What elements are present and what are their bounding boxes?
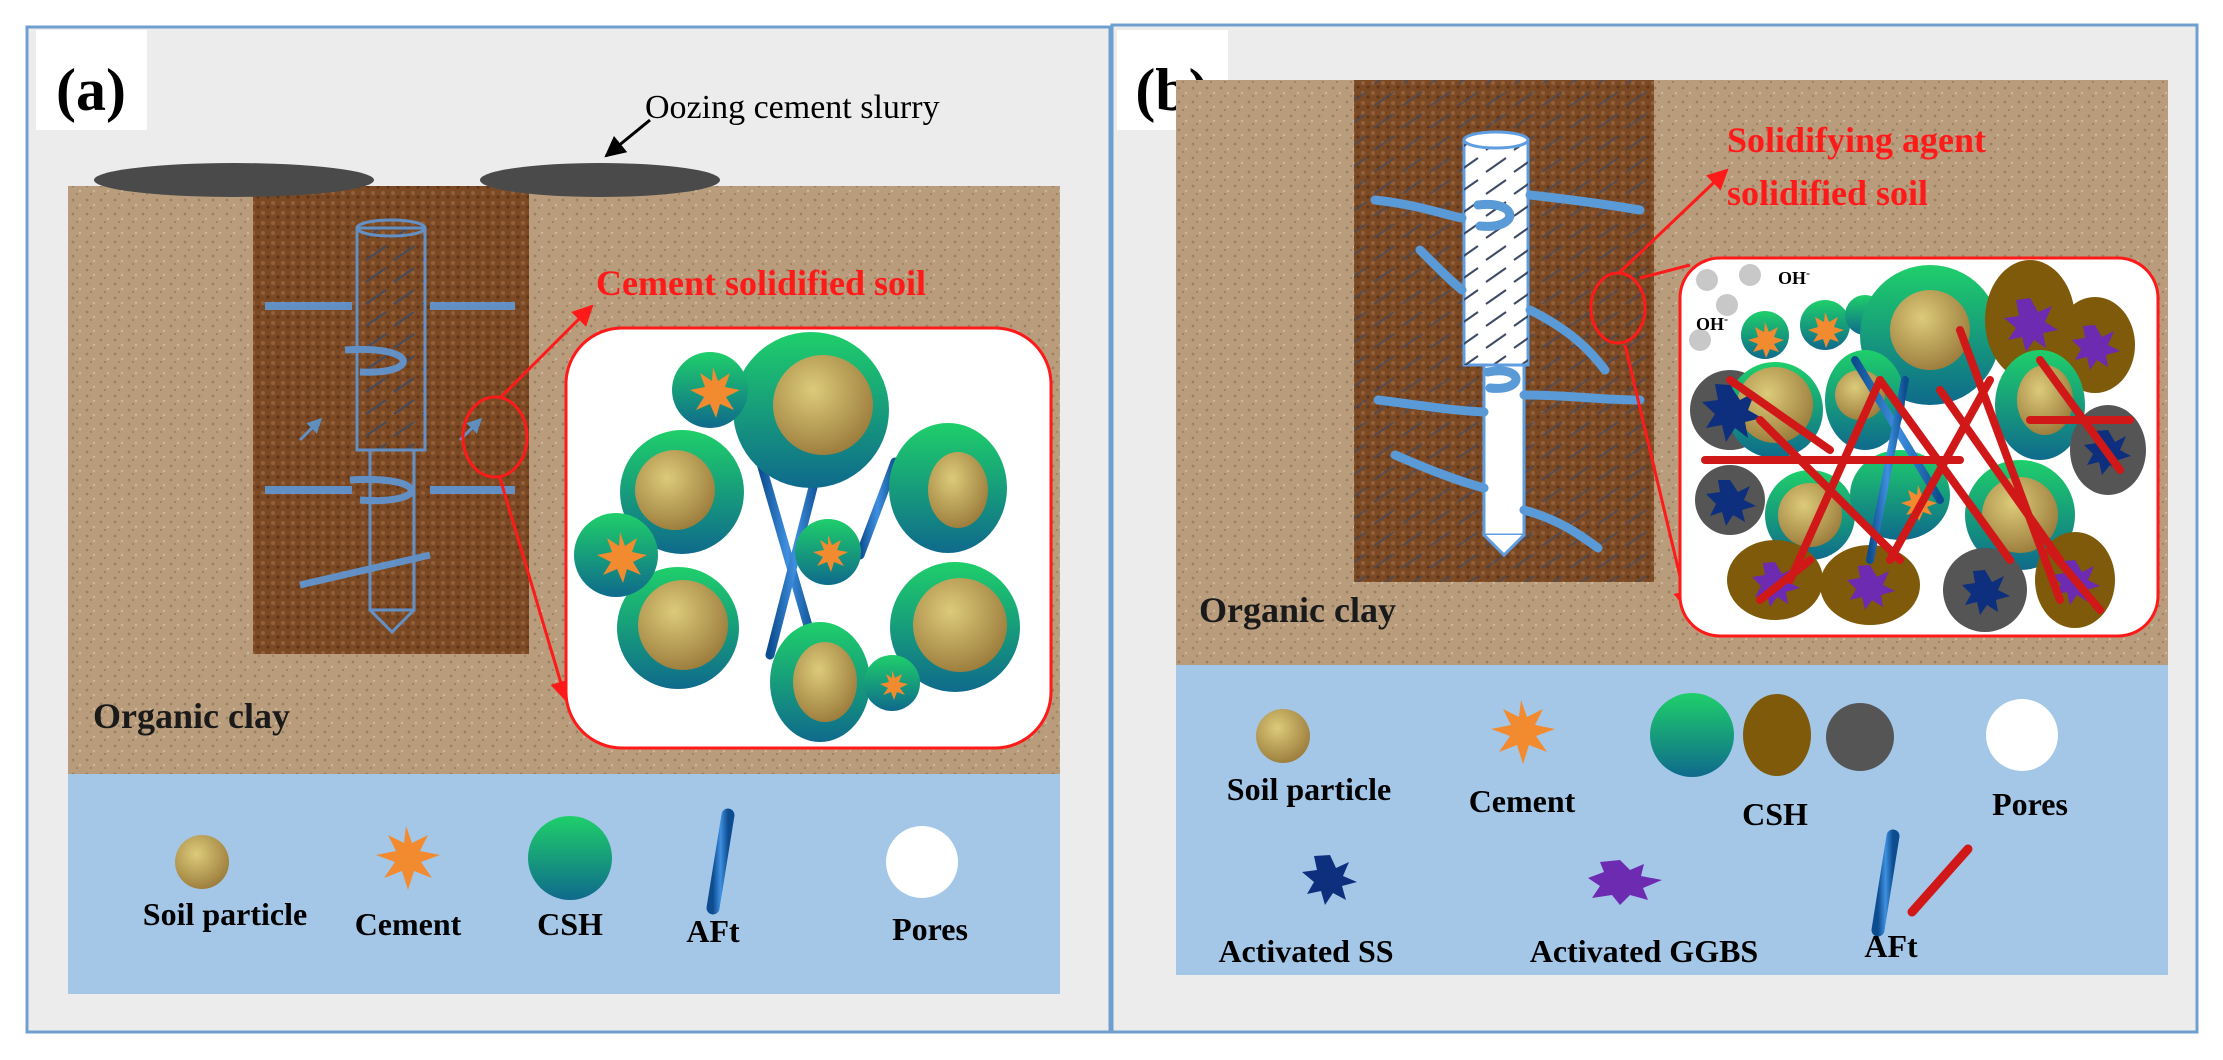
zoom-arrow-b-bottom <box>1623 344 1694 613</box>
panel-b: (b) <box>1110 23 2199 1034</box>
legend-b-activated-ss-label: Activated SS <box>1218 933 1393 969</box>
legend-b-soil-particle-swatch <box>1256 709 1310 763</box>
legend-b-aft-swatch-red <box>1907 844 1973 917</box>
legend-b-csh-swatch-3 <box>1826 703 1894 771</box>
legend-a-soil-particle-label: Soil particle <box>143 896 307 932</box>
sample-region-a <box>461 395 529 479</box>
zoom-arrow-b-top <box>1618 168 1729 274</box>
legend-a-aft-swatch <box>706 808 735 915</box>
legend-b-cement-label: Cement <box>1469 783 1576 819</box>
zoom-particles-b: OH- OH- <box>1689 260 2146 632</box>
slurry-puddle-right <box>480 163 720 197</box>
legend-a-csh-swatch <box>528 816 612 900</box>
panel-a-label: (a) <box>56 57 126 123</box>
zoom-arrow-a-top <box>498 304 594 400</box>
organic-clay-label-b: Organic clay <box>1199 590 1396 630</box>
mixing-auger-b <box>1370 130 1645 558</box>
zoom-arrow-b-mid <box>1639 263 1691 280</box>
legend-b-activated-ss-swatch <box>1302 855 1357 905</box>
legend-b-aft-swatch-blue <box>1871 829 1900 937</box>
mixing-auger-a <box>265 218 515 635</box>
legend-a-pores-swatch <box>886 826 958 898</box>
legend-b-csh-label: CSH <box>1742 796 1808 832</box>
legend-b-items: Soil particle Cement CSH Pores Activated… <box>1218 693 2068 969</box>
legend-a-cement-label: Cement <box>355 906 462 942</box>
zoom-particles-a <box>574 332 1020 742</box>
cement-solidified-soil-title: Cement solidified soil <box>596 263 926 303</box>
sample-region-b <box>1589 271 1647 345</box>
legend-b-aft-label: AFt <box>1864 928 1918 964</box>
legend-a-csh-label: CSH <box>537 906 603 942</box>
legend-b-soil-particle-label: Soil particle <box>1227 771 1391 807</box>
organic-clay-label-a: Organic clay <box>93 696 290 736</box>
hydroxide-ion-label-1: OH- <box>1778 266 1810 288</box>
panel-a: (a) Oozing cement slurry <box>25 25 1112 1034</box>
legend-b-csh-swatch-2 <box>1743 694 1811 776</box>
zoom-arrow-a-bottom <box>498 477 571 703</box>
legend-a-soil-particle-swatch <box>175 835 229 889</box>
legend-b-pores-swatch <box>1986 699 2058 771</box>
hydroxide-ion-label-2: OH- <box>1696 312 1728 334</box>
legend-a-aft-label: AFt <box>686 913 740 949</box>
solidifying-agent-title-2: solidified soil <box>1727 173 1928 213</box>
legend-b-activated-ggbs-label: Activated GGBS <box>1530 933 1758 969</box>
legend-b-csh-swatch-1 <box>1650 693 1734 777</box>
legend-b-cement-swatch <box>1491 700 1555 764</box>
oozing-slurry-label: Oozing cement slurry <box>645 89 940 126</box>
slurry-puddle-left <box>94 163 374 197</box>
solidifying-agent-title-1: Solidifying agent <box>1727 120 1986 160</box>
legend-a-cement-swatch <box>376 826 440 890</box>
legend-a-pores-label: Pores <box>892 911 968 947</box>
oozing-slurry-arrow <box>604 118 651 158</box>
legend-b-pores-label: Pores <box>1992 786 2068 822</box>
legend-a-items: Soil particle Cement CSH AFt Pores <box>143 808 968 949</box>
legend-b-activated-ggbs-swatch <box>1588 860 1662 905</box>
